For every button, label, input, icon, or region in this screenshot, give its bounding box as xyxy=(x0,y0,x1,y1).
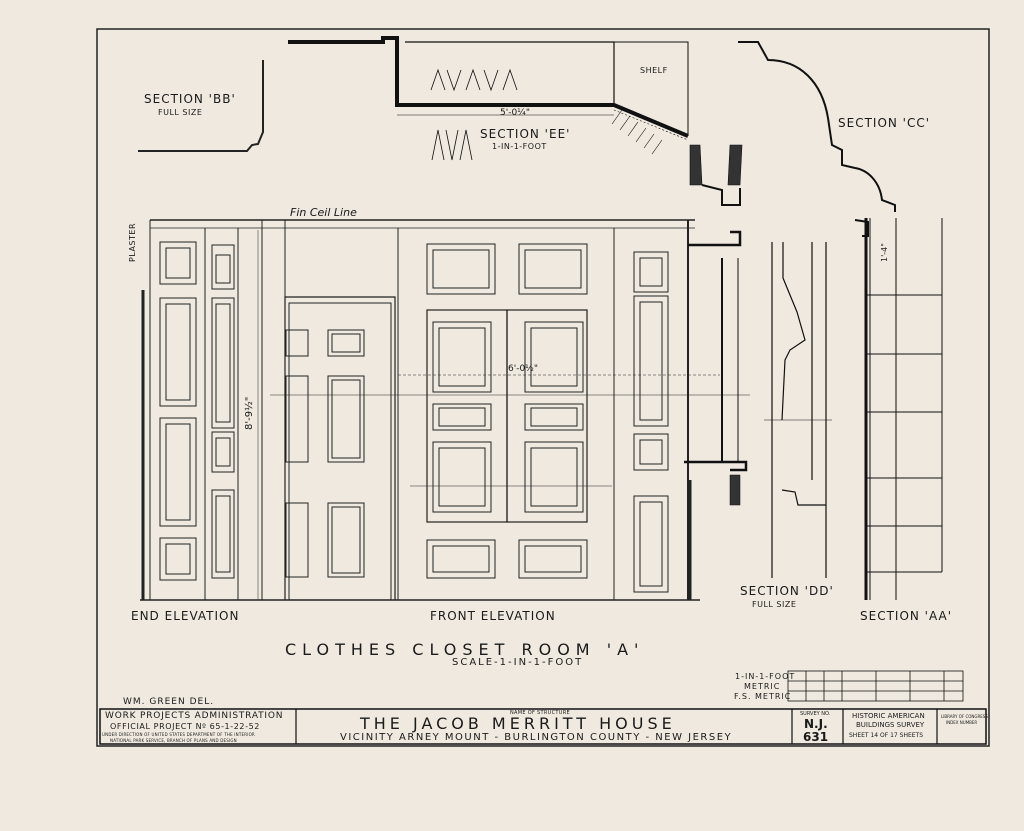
section-bb-sublabel: FULL SIZE xyxy=(158,108,203,117)
end-elevation-label: END ELEVATION xyxy=(131,609,240,623)
library-line-2: INDEX NUMBER xyxy=(946,720,978,725)
scale-bar-graphic xyxy=(787,670,964,702)
habs-line-2: BUILDINGS SURVEY xyxy=(856,721,925,729)
section-ee-sublabel: 1-IN-1-FOOT xyxy=(492,142,547,151)
section-bb-drawing xyxy=(138,60,264,152)
dimension-height: 8'-9½" xyxy=(244,396,255,430)
delineator: WM. GREEN DEL. xyxy=(123,697,215,707)
structure-name-caption: NAME OF STRUCTURE xyxy=(510,710,570,716)
habs-line-1: HISTORIC AMERICAN xyxy=(852,712,925,720)
survey-number: 631 xyxy=(803,730,829,744)
section-dd-label: SECTION 'DD' xyxy=(740,584,834,598)
section-ee-label: SECTION 'EE' xyxy=(480,127,571,141)
front-elevation-label: FRONT ELEVATION xyxy=(430,609,556,623)
section-aa-drawing xyxy=(854,218,943,600)
dimension-panel: 1'-4" xyxy=(880,243,889,262)
survey-caption: SURVEY NO. xyxy=(800,711,831,717)
scale-bar-label-feet: 1-IN-1-FOOT xyxy=(735,672,796,681)
side-profile-drawing xyxy=(684,230,748,506)
agency-line-4: NATIONAL PARK SERVICE, BRANCH OF PLANS A… xyxy=(110,738,237,743)
structure-name: THE JACOB MERRITT HOUSE xyxy=(360,714,676,733)
library-line-1: LIBRARY OF CONGRESS xyxy=(941,714,988,719)
drawing-scale: SCALE-1-IN-1-FOOT xyxy=(452,657,584,668)
section-cc-drawing xyxy=(738,41,896,212)
plaster-note: PLASTER xyxy=(128,222,137,262)
section-dd-drawing xyxy=(764,242,832,578)
section-dd-sublabel: FULL SIZE xyxy=(752,600,797,609)
section-bb-label: SECTION 'BB' xyxy=(144,92,236,106)
project-number: OFFICIAL PROJECT Nº 65-1-22-52 xyxy=(110,722,260,731)
agency-line-3: UNDER DIRECTION OF UNITED STATES DEPARTM… xyxy=(102,732,255,737)
section-cc-label: SECTION 'CC' xyxy=(838,116,931,130)
scale-bar-label-metric: METRIC xyxy=(744,682,781,691)
scale-bar-label-fs-metric: F.S. METRIC xyxy=(734,692,792,701)
dimension-opening: 6'-0½" xyxy=(508,364,539,374)
drawing-title: CLOTHES CLOSET ROOM 'A' xyxy=(285,640,645,659)
survey-state: N.J. xyxy=(804,717,828,731)
dimension-ee-width: 5'-0¼" xyxy=(500,108,531,118)
sheet-border xyxy=(96,28,990,747)
section-aa-label: SECTION 'AA' xyxy=(860,609,953,623)
section-ee-drawing xyxy=(288,36,743,206)
agency-name: WORK PROJECTS ADMINISTRATION xyxy=(105,711,284,721)
front-elevation-drawing xyxy=(140,219,750,601)
sheet-number: SHEET 14 OF 17 SHEETS xyxy=(849,732,924,739)
structure-location: VICINITY ARNEY MOUNT - BURLINGTON COUNTY… xyxy=(340,732,733,743)
title-block-frame xyxy=(99,708,987,745)
ceiling-line-note: Fin Ceil Line xyxy=(290,206,357,219)
shelf-note: SHELF xyxy=(640,66,668,75)
